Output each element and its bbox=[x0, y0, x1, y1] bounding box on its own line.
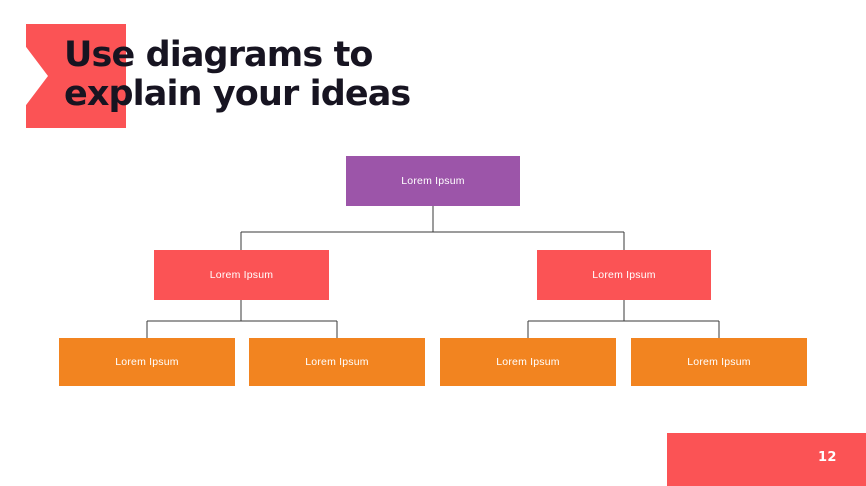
tree-node-label: Lorem Ipsum bbox=[115, 356, 179, 368]
tree-node-label: Lorem Ipsum bbox=[209, 269, 274, 281]
page-number-plate bbox=[667, 433, 866, 486]
tree-node-level3-3[interactable]: Lorem Ipsum bbox=[440, 338, 616, 386]
tree-node-root[interactable]: Lorem Ipsum bbox=[346, 156, 520, 206]
tree-node-label: Lorem Ipsum bbox=[305, 356, 369, 368]
tree-node-level3-4[interactable]: Lorem Ipsum bbox=[631, 338, 807, 386]
tree-node-label: Lorem Ipsum bbox=[496, 356, 560, 368]
tree-node-level2-1[interactable]: Lorem Ipsum bbox=[154, 250, 329, 300]
tree-node-label: Lorem Ipsum bbox=[592, 269, 656, 281]
tree-node-level3-2[interactable]: Lorem Ipsum bbox=[249, 338, 425, 386]
tree-node-level2-2[interactable]: Lorem Ipsum bbox=[537, 250, 711, 300]
tree-node-label: Lorem Ipsum bbox=[401, 175, 465, 187]
tree-node-label: Lorem Ipsum bbox=[687, 356, 751, 368]
page-number: 12 bbox=[818, 450, 837, 465]
page-title: Use diagrams to explain your ideas bbox=[64, 35, 411, 115]
tree-node-level3-1[interactable]: Lorem Ipsum bbox=[59, 338, 235, 386]
